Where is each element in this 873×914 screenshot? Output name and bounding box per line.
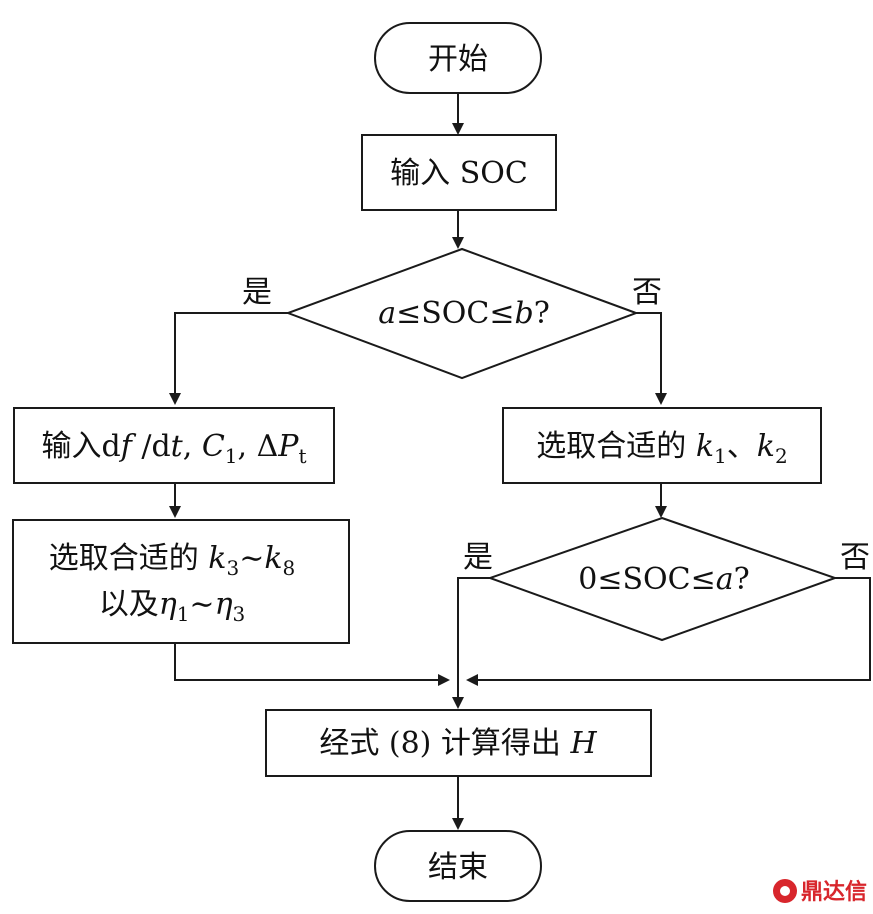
input-soc-box	[361, 134, 557, 211]
select-k3-k8-line1: 选取合适的 k3∼k8	[49, 541, 296, 580]
input-df-box	[13, 407, 335, 484]
watermark-logo: 鼎达信	[773, 879, 867, 905]
decision-2-label: 0≤SOC≤a?	[578, 562, 749, 597]
edge-decision1-no	[636, 312, 667, 405]
start-label: 开始	[428, 42, 488, 77]
end-terminal	[374, 830, 542, 902]
edge-decision2-no	[466, 577, 871, 686]
select-k1-k2-label: 选取合适的 k1、k2	[536, 429, 787, 468]
input-df-label: 输入df /dt, C1, ΔPt	[41, 429, 306, 468]
edge-decision1-yes	[169, 312, 288, 405]
decision-2-yes-label: 是	[463, 540, 493, 575]
end-label: 结束	[428, 850, 488, 885]
select-k3-k8-box	[12, 519, 350, 644]
select-k3-k8-line2: 以及η1∼η3	[99, 587, 246, 626]
decision-1-label: a≤SOC≤b?	[378, 296, 550, 331]
start-terminal	[374, 22, 542, 94]
edge-select-k3k8-to-merge	[174, 643, 450, 686]
decision-2-no-label: 否	[840, 540, 870, 575]
compute-h-label: 经式 (8) 计算得出 H	[319, 726, 597, 761]
watermark-text: 鼎达信	[801, 879, 867, 905]
input-soc-label: 输入 SOC	[390, 156, 528, 191]
compute-h-box	[265, 709, 652, 777]
decision-1-no-label: 否	[632, 275, 662, 310]
watermark-logo-icon-inner	[780, 886, 790, 896]
decision-1-yes-label: 是	[242, 275, 272, 310]
decision-2-diamond	[487, 516, 839, 642]
edge-decision2-yes	[452, 577, 490, 709]
select-k1-k2-box	[502, 407, 822, 484]
decision-1-diamond	[285, 247, 639, 380]
